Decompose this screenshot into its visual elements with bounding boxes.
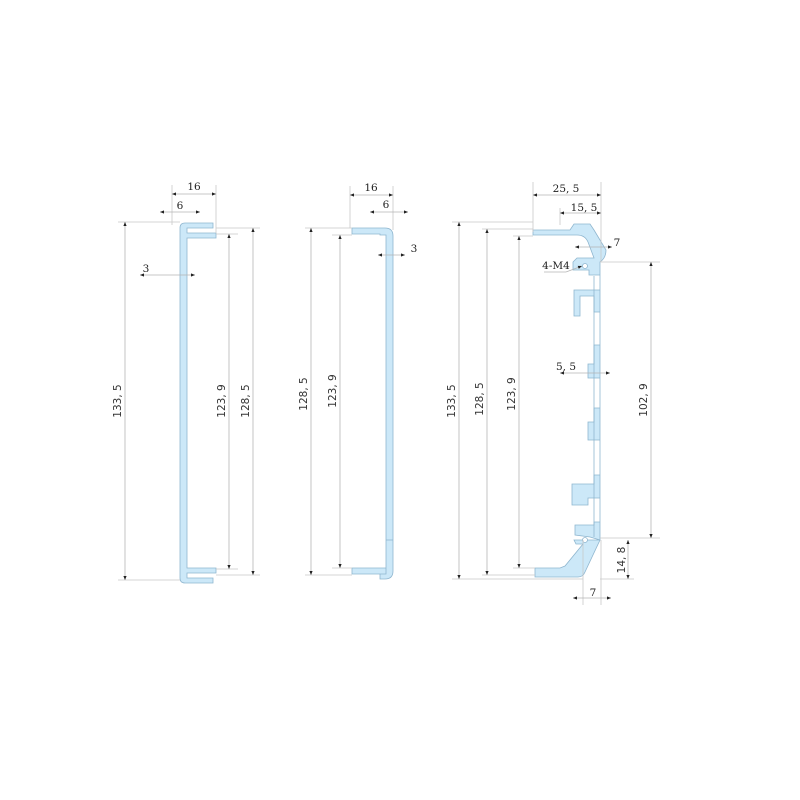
- dim-123-9: 123, 9: [506, 377, 518, 410]
- dim-16: 16: [364, 182, 378, 194]
- dim-3: 3: [143, 263, 150, 275]
- dim-128-5: 128, 5: [298, 377, 310, 410]
- right-main-profile: 25, 5 15, 5 7 4-M4 5, 5 102, 9 14, 8: [446, 182, 660, 605]
- dim-123-9: 123, 9: [327, 374, 339, 407]
- dim-7-bottom: 7: [590, 587, 597, 599]
- thread-callout: 4-M4: [542, 260, 570, 272]
- dim-5-5: 5, 5: [556, 361, 576, 373]
- left-dimensions: 16 6 3 133, 5 123, 9 128, 5: [112, 181, 260, 581]
- right-dimensions: 25, 5 15, 5 7 4-M4 5, 5 102, 9 14, 8: [446, 182, 660, 605]
- right-profile-shape: [532, 223, 607, 578]
- left-profile-shape: [179, 222, 217, 584]
- dim-7-top: 7: [614, 237, 621, 249]
- dim-6: 6: [177, 200, 184, 212]
- dim-133-5: 133, 5: [112, 384, 124, 417]
- dim-25-5: 25, 5: [553, 183, 580, 195]
- middle-cover-profile: 16 6 3 128, 5 123, 9: [298, 182, 418, 580]
- dim-14-8: 14, 8: [616, 547, 628, 574]
- dim-123-9: 123, 9: [216, 384, 228, 417]
- dim-15-5: 15, 5: [571, 202, 598, 214]
- dim-16: 16: [187, 181, 201, 193]
- dim-128-5: 128, 5: [474, 382, 486, 415]
- dim-6: 6: [383, 199, 390, 211]
- dim-128-5: 128, 5: [240, 384, 252, 417]
- left-cover-profile: 16 6 3 133, 5 123, 9 128, 5: [112, 181, 260, 584]
- middle-dimensions: 16 6 3 128, 5 123, 9: [298, 182, 418, 576]
- dim-3: 3: [411, 243, 418, 255]
- dim-102-9: 102, 9: [638, 383, 650, 416]
- middle-profile-shape: [351, 227, 394, 580]
- dim-133-5: 133, 5: [446, 384, 458, 417]
